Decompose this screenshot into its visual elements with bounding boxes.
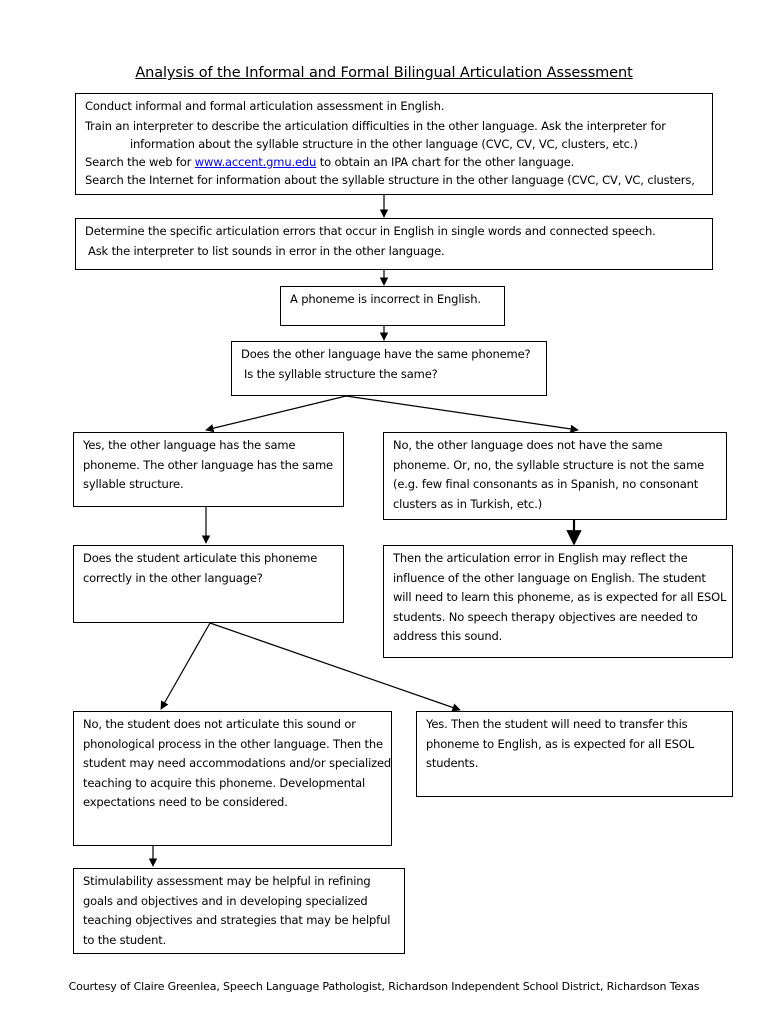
box-conduct-assessment: Conduct informal and formal articulation… bbox=[75, 93, 713, 195]
arrow-box4-yes bbox=[205, 395, 347, 433]
text-line: clusters as in Turkish, etc.) bbox=[393, 496, 543, 511]
arrow-box4-no bbox=[345, 395, 579, 434]
text-line: correctly in the other language? bbox=[83, 570, 263, 585]
text-line: Ask the interpreter to list sounds in er… bbox=[88, 243, 445, 258]
text-line: Stimulability assessment may be helpful … bbox=[83, 874, 371, 888]
text-line: student may need accommodations and/or s… bbox=[83, 756, 392, 770]
box-same-phoneme-question: Does the other language have the same ph… bbox=[231, 341, 547, 396]
text-line: Yes, the other language has the same bbox=[83, 438, 296, 452]
text-line: Search the Internet for information abou… bbox=[85, 172, 695, 187]
text-line: Yes. Then the student will need to trans… bbox=[426, 717, 688, 731]
box-stimulability: Stimulability assessment may be helpful … bbox=[73, 868, 405, 954]
text-line: address this sound. bbox=[393, 629, 503, 643]
page-title: Analysis of the Informal and Formal Bili… bbox=[135, 65, 633, 81]
box-yes-transfer-phoneme: Yes. Then the student will need to trans… bbox=[416, 711, 733, 797]
text-line: to the student. bbox=[83, 932, 167, 947]
text-line: information about the syllable structure… bbox=[130, 136, 638, 151]
text-line: Determine the specific articulation erro… bbox=[85, 224, 656, 238]
text-line: (e.g. few final consonants as in Spanish… bbox=[393, 477, 699, 491]
text-line: Conduct informal and formal articulation… bbox=[85, 99, 445, 113]
text-line: Is the syllable structure the same? bbox=[244, 366, 438, 381]
text-line: Train an interpreter to describe the art… bbox=[85, 118, 666, 133]
text-line: syllable structure. bbox=[83, 477, 184, 491]
box-determine-errors: Determine the specific articulation erro… bbox=[75, 218, 713, 270]
box-no-same-phoneme: No, the other language does not have the… bbox=[383, 432, 727, 520]
text-line: Then the articulation error in English m… bbox=[393, 551, 688, 565]
text-line: A phoneme is incorrect in English. bbox=[290, 292, 481, 306]
text-line: No, the student does not articulate this… bbox=[83, 717, 356, 731]
text-line: students. No speech therapy objectives a… bbox=[393, 609, 698, 624]
text-line: No, the other language does not have the… bbox=[393, 438, 663, 452]
box-language-influence: Then the articulation error in English m… bbox=[383, 545, 733, 658]
text-line: teaching to acquire this phoneme. Develo… bbox=[83, 775, 366, 790]
arrow-question-yes bbox=[209, 622, 461, 712]
text-line: phoneme to English, as is expected for a… bbox=[426, 736, 694, 751]
text-line: will need to learn this phoneme, as is e… bbox=[393, 590, 727, 604]
text-line: Does the student articulate this phoneme bbox=[83, 551, 318, 565]
text-line: teaching objectives and strategies that … bbox=[83, 913, 391, 927]
accent-gmu-link[interactable]: www.accent.gmu.edu bbox=[194, 154, 317, 169]
text-line: students. bbox=[426, 756, 479, 770]
text-line: phoneme. The other language has the same bbox=[83, 457, 333, 472]
arrow-question-no bbox=[160, 622, 211, 710]
box-student-articulate-question: Does the student articulate this phoneme… bbox=[73, 545, 344, 623]
text-line: phonological process in the other langua… bbox=[83, 736, 383, 751]
box-yes-same-phoneme: Yes, the other language has the same pho… bbox=[73, 432, 344, 507]
text-line: influence of the other language on Engli… bbox=[393, 570, 706, 585]
text-line: expectations need to be considered. bbox=[83, 795, 288, 809]
text-line: goals and objectives and in developing s… bbox=[83, 893, 368, 908]
text-line: Does the other language have the same ph… bbox=[241, 347, 531, 361]
text-fragment: Search the web for bbox=[85, 154, 195, 169]
box-no-student-articulate: No, the student does not articulate this… bbox=[73, 711, 392, 846]
text-line: phoneme. Or, no, the syllable structure … bbox=[393, 457, 705, 472]
text-line: Search the web for www.accent.gmu.edu to… bbox=[85, 153, 703, 171]
footer-credit: Courtesy of Claire Greenlea, Speech Lang… bbox=[68, 980, 700, 993]
box-phoneme-incorrect: A phoneme is incorrect in English. bbox=[280, 286, 505, 326]
text-fragment: to obtain an IPA chart for the other lan… bbox=[316, 154, 575, 169]
